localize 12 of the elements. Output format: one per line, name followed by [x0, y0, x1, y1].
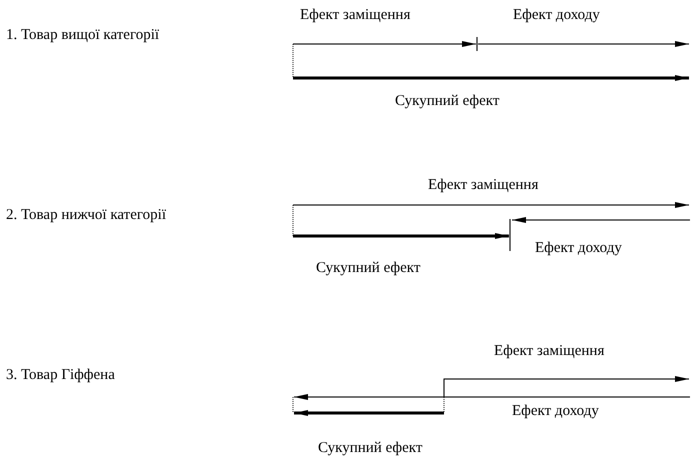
row-title: 3. Товар Гіффена: [6, 366, 115, 384]
effect-label: Ефект доходу: [513, 6, 600, 24]
row-title: 2. Товар нижчої категорії: [6, 206, 166, 224]
effect-label: Ефект заміщення: [300, 6, 410, 24]
row-title: 1. Товар вищої категорії: [6, 26, 160, 44]
effect-label: Ефект доходу: [535, 239, 622, 257]
effect-label: Ефект заміщення: [428, 176, 538, 194]
effect-label: Сукупний ефект: [318, 439, 422, 457]
effect-label: Ефект доходу: [512, 402, 599, 420]
effect-label: Сукупний ефект: [395, 92, 500, 110]
effect-label: Ефект заміщення: [494, 342, 604, 360]
effect-label: Сукупний ефект: [316, 259, 420, 277]
